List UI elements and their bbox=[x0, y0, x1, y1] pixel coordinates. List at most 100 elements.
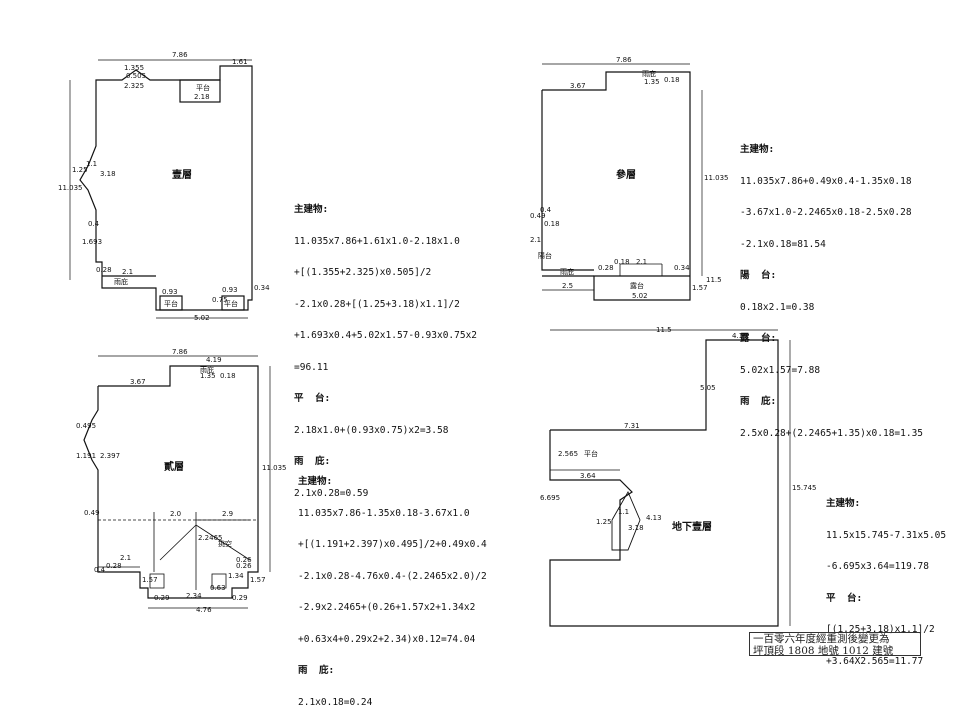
calc-line: 2.1x0.18=0.24 bbox=[298, 696, 373, 708]
calc-subtitle: 雨 庇: bbox=[740, 396, 777, 407]
calc-line: 5.02x1.57=7.88 bbox=[740, 364, 821, 376]
dim: 0.18 bbox=[664, 76, 680, 84]
dim: 2.1 bbox=[122, 268, 133, 276]
room-label: 陽台 bbox=[538, 251, 552, 260]
room-label: 雨庇 bbox=[200, 365, 214, 374]
dim: 5.02 bbox=[632, 292, 648, 300]
dim: 5.05 bbox=[700, 384, 716, 392]
dim: 0.28 bbox=[598, 264, 614, 272]
dim: 4.19 bbox=[732, 332, 748, 340]
dim: 2.325 bbox=[124, 82, 144, 90]
dim: 0.4 bbox=[94, 566, 106, 574]
calc-subtitle: 雨 庇: bbox=[298, 665, 335, 676]
dim: 0.4 bbox=[88, 220, 100, 228]
room-label: 雨庇 bbox=[114, 277, 128, 286]
second-floor-annotations: 貳層 7.86 4.19 雨庇 1.35 0.18 3.67 0.495 1.1… bbox=[76, 348, 287, 614]
dim: 2.2465 bbox=[198, 534, 223, 542]
room-label: 挑空 bbox=[218, 539, 232, 548]
dim: 2.1 bbox=[120, 554, 131, 562]
calc-line: +0.63x4+0.29x2+2.34)x0.12=74.04 bbox=[298, 633, 476, 645]
room-label: 平台 bbox=[584, 449, 598, 458]
dim: 4.19 bbox=[206, 356, 222, 364]
dim: 0.34 bbox=[674, 264, 690, 272]
calc-line: 2.5x0.28+(2.2465+1.35)x0.18=1.35 bbox=[740, 427, 924, 439]
second-floor-label: 貳層 bbox=[164, 460, 184, 473]
dim: 1.1 bbox=[86, 160, 97, 168]
room-label: 平台 bbox=[164, 299, 178, 308]
dim: 11.035 bbox=[262, 464, 287, 472]
dim: 0.93 bbox=[222, 286, 238, 294]
dim: 2.34 bbox=[186, 592, 202, 600]
dim: 3.64 bbox=[580, 472, 596, 480]
dim: 2.565 bbox=[558, 450, 578, 458]
room-label: 露台 bbox=[630, 281, 644, 290]
calc-subtitle: 平 台: bbox=[294, 393, 331, 404]
dim: 1.693 bbox=[82, 238, 102, 246]
dim: 1.25 bbox=[596, 518, 612, 526]
dim: 3.18 bbox=[628, 524, 644, 532]
calc-line: 2.1x0.28=0.59 bbox=[294, 487, 369, 499]
dim: 0.34 bbox=[254, 284, 270, 292]
dim: 0.18 bbox=[544, 220, 560, 228]
calc-line: +3.64X2.565=11.77 bbox=[826, 655, 924, 667]
dim: 0.18 bbox=[614, 258, 630, 266]
calc-line: -2.9x2.2465+(0.26+1.57x2+1.34x2 bbox=[298, 602, 476, 613]
dim: 0.49 bbox=[530, 212, 546, 220]
stamp-line: 一百零六年度經重測後變更為 bbox=[753, 633, 890, 645]
calc-line: +[(1.355+2.325)x0.505]/2 bbox=[294, 267, 432, 278]
calc-subtitle: 陽 台: bbox=[740, 270, 777, 281]
dim: 11.5 bbox=[706, 276, 722, 284]
third-floor-label: 參層 bbox=[616, 168, 636, 181]
calc-line: 11.035x7.86+0.49x0.4-1.35x0.18 bbox=[740, 175, 912, 187]
dim: 0.28 bbox=[106, 562, 122, 570]
calc-line: 11.035x7.86-1.35x0.18-3.67x1.0 bbox=[298, 507, 470, 519]
room-label: 雨庇 bbox=[560, 267, 574, 276]
calc-subtitle: 露 台: bbox=[740, 333, 777, 344]
dim: 1.57 bbox=[142, 576, 158, 584]
calc-line: 0.18x2.1=0.38 bbox=[740, 301, 815, 313]
dim: 3.67 bbox=[130, 378, 146, 386]
revision-stamp: 一百零六年度經重測後變更為 坪頂段 1808 地號 1012 建號 bbox=[749, 632, 921, 656]
dim: 1.57 bbox=[250, 576, 266, 584]
dim: 2.0 bbox=[170, 510, 181, 518]
dim: 2.9 bbox=[222, 510, 233, 518]
calc-subtitle: 平 台: bbox=[826, 592, 863, 604]
first-floor-annotations: 壹層 7.86 1.61 1.355 0.505 2.325 平台 2.18 1… bbox=[58, 51, 270, 322]
dim: 0.29 bbox=[232, 594, 248, 602]
dim: 3.18 bbox=[100, 170, 116, 178]
second-floor-calc: 主建物: 11.035x7.86-1.35x0.18-3.67x1.0 +[(1… bbox=[298, 456, 487, 719]
basement-annotations: 地下壹層 11.5 4.19 5.05 7.31 平台 2.565 3.64 6… bbox=[540, 326, 817, 533]
dim: 1.25 bbox=[72, 166, 88, 174]
dim: 3.67 bbox=[570, 82, 586, 90]
third-floor-outline bbox=[541, 63, 703, 301]
calc-line: -2.1x0.28-4.76x0.4-(2.2465x2.0)/2 bbox=[298, 570, 487, 582]
room-label: 平台 bbox=[224, 299, 238, 308]
dim: 0.505 bbox=[126, 72, 146, 80]
dim: 2.397 bbox=[100, 452, 120, 460]
dim: 0.49 bbox=[84, 509, 100, 517]
calc-line: +1.693x0.4+5.02x1.57-0.93x0.75x2 bbox=[294, 330, 478, 341]
stamp-line: 坪頂段 1808 地號 1012 建號 bbox=[753, 644, 894, 657]
dim: 1.35 bbox=[644, 78, 660, 86]
dim: 15.745 bbox=[792, 484, 817, 492]
dim: 7.86 bbox=[172, 348, 188, 356]
dim: 0.18 bbox=[220, 372, 236, 380]
basement-label: 地下壹層 bbox=[672, 520, 712, 533]
dim: 0.26 bbox=[236, 556, 252, 564]
calc-line: 11.5x15.745-7.31x5.05 bbox=[826, 529, 947, 541]
calc-title: 主建物: bbox=[294, 204, 329, 215]
calc-line: =96.11 bbox=[294, 361, 329, 373]
dim: 1.34 bbox=[228, 572, 244, 580]
dim: 0.29 bbox=[154, 594, 170, 602]
dim: 11.035 bbox=[58, 184, 83, 192]
dim: 7.86 bbox=[172, 51, 188, 59]
dim: 1.1 bbox=[618, 508, 629, 516]
dim: 0.4 bbox=[540, 206, 552, 214]
room-label: 平台 bbox=[196, 83, 210, 92]
dim: 1.35 bbox=[200, 372, 216, 380]
calc-line: 2.18x1.0+(0.93x0.75)x2=3.58 bbox=[294, 424, 449, 436]
floor-plan-sheet: 壹層 7.86 1.61 1.355 0.505 2.325 平台 2.18 1… bbox=[58, 51, 817, 627]
dim: 4.13 bbox=[646, 514, 662, 522]
dim: 0.75 bbox=[212, 296, 228, 304]
calc-line: [(1.25+3.18)x1.1]/2 bbox=[826, 624, 935, 635]
